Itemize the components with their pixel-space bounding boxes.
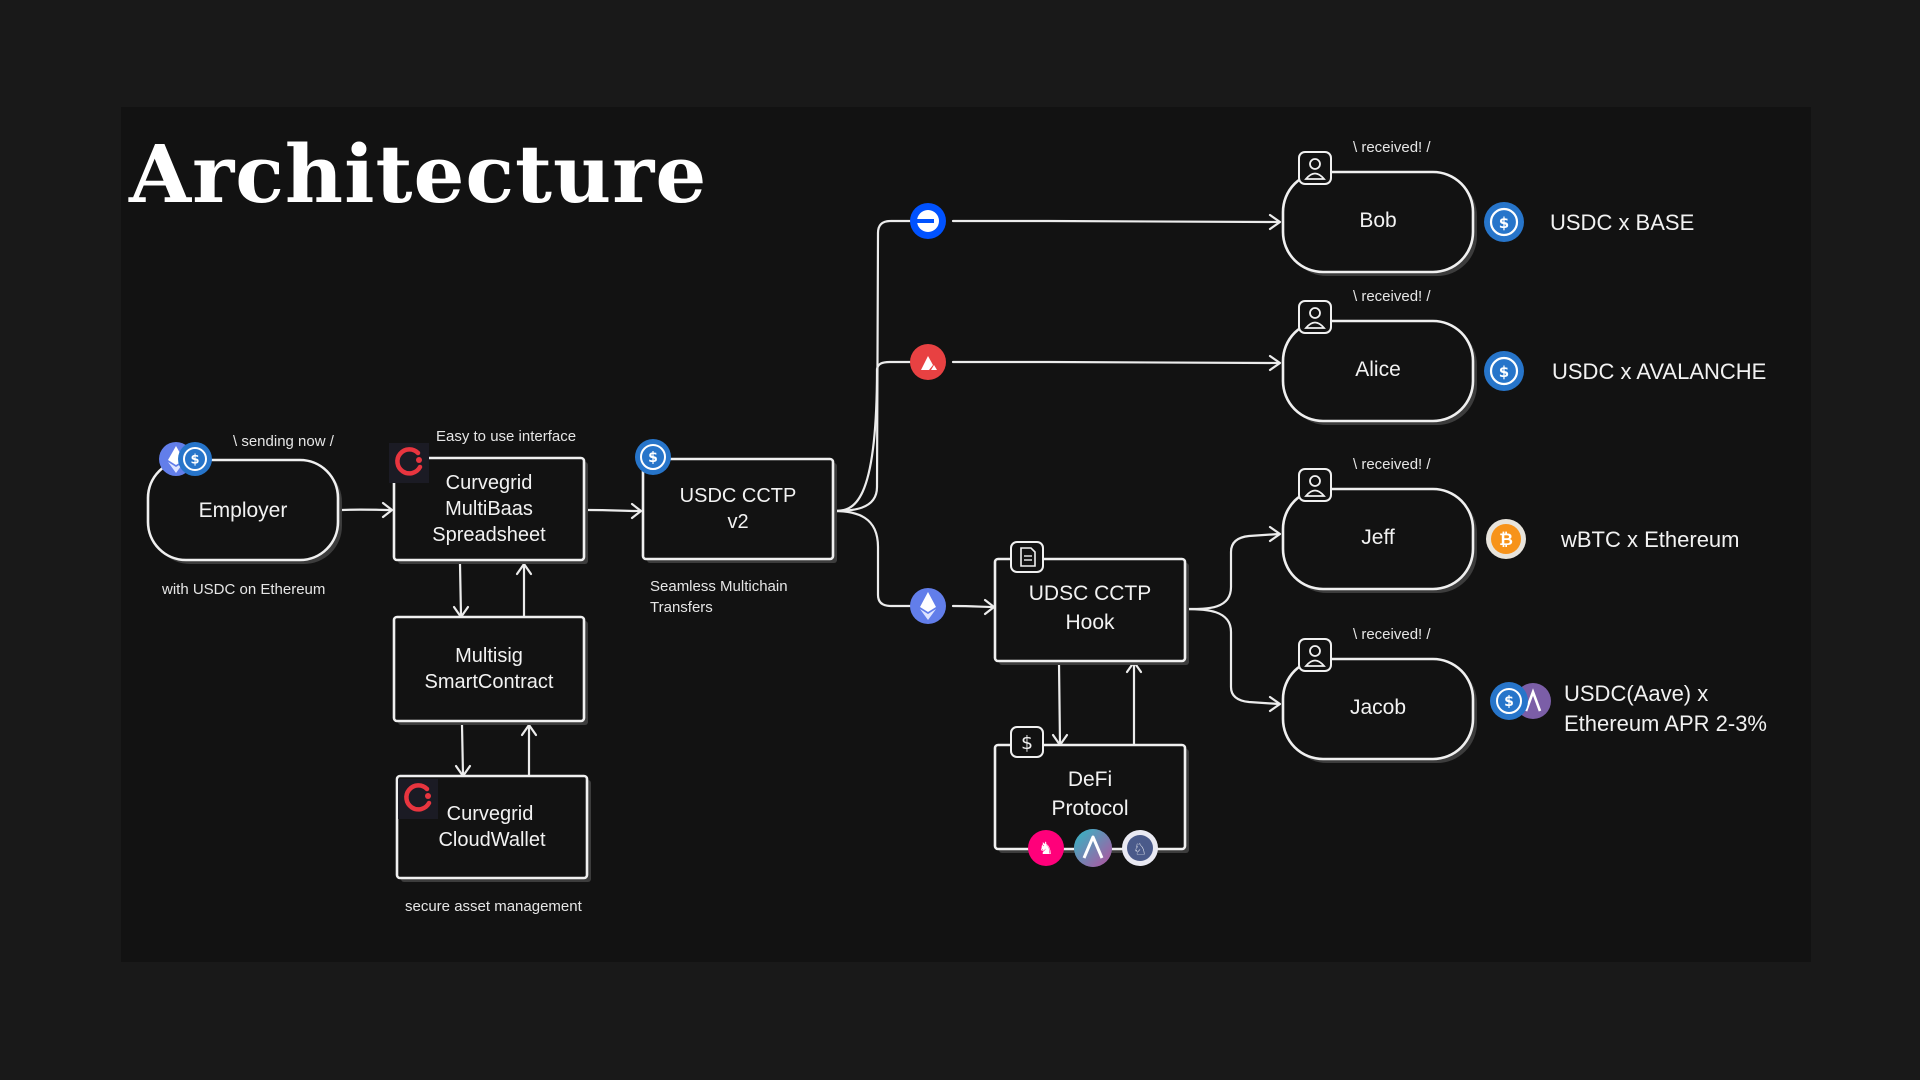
hook-label-2: Hook <box>1065 611 1115 634</box>
svg-text:$: $ <box>1499 363 1509 381</box>
edge-hook-jacob <box>1183 607 1281 706</box>
employer-node: Employer \ sending now / with USDC on Et… <box>146 433 342 598</box>
avalanche-icon <box>910 344 946 380</box>
recipient-alice: Alice \ received! / $ USDC x AVALANCHE <box>1281 288 1766 425</box>
multisig-label-1: Multisig <box>455 645 523 667</box>
cloudwallet-node: Curvegrid CloudWallet secure asset manag… <box>395 774 591 915</box>
edge-spreadsheet-cctp <box>586 508 642 513</box>
edge-multisig-cloudwallet <box>460 723 465 777</box>
recipient-bob: Bob \ received! / $ USDC x BASE <box>1281 139 1694 276</box>
recipient-note: \ received! / <box>1353 288 1431 305</box>
usdc-icon: $ <box>178 442 212 476</box>
user-icon <box>1298 151 1332 185</box>
slide-canvas: Architecture <box>121 107 1811 962</box>
usdc-icon: $ <box>1484 202 1524 242</box>
recipient-asset-label: USDC x BASE <box>1550 210 1694 235</box>
edge-hook-jeff <box>1183 532 1281 611</box>
usdc-icon: $ <box>1484 351 1524 391</box>
employer-bottom-note: with USDC on Ethereum <box>161 581 325 598</box>
edge-base-bob <box>951 219 1281 224</box>
cloudwallet-label-2: CloudWallet <box>438 829 546 851</box>
edge-avalanche-alice <box>951 360 1281 365</box>
spreadsheet-label-3: Spreadsheet <box>432 524 546 546</box>
aave-icon <box>1074 829 1112 867</box>
architecture-diagram: Architecture <box>128 127 1767 915</box>
recipient-box <box>1281 319 1475 423</box>
connections <box>340 213 1282 778</box>
cloudwallet-label-1: Curvegrid <box>447 803 534 825</box>
recipient-note: \ received! / <box>1353 139 1431 156</box>
dollar-icon: $ <box>1010 726 1044 758</box>
curvegrid-logo-icon <box>398 779 438 819</box>
recipient-box <box>1281 170 1475 274</box>
recipient-asset-label: wBTC x Ethereum <box>1560 527 1740 552</box>
defi-label-2: Protocol <box>1051 797 1128 820</box>
user-icon <box>1298 468 1332 502</box>
recipient-name: Jacob <box>1350 696 1406 719</box>
svg-text:♘: ♘ <box>1133 840 1147 859</box>
svg-text:$: $ <box>190 453 199 468</box>
cctp-label-1: USDC CCTP <box>680 485 797 507</box>
user-icon <box>1298 300 1332 334</box>
employer-top-note: \ sending now / <box>233 433 335 450</box>
usdc-icon: $ <box>635 439 671 475</box>
recipient-box <box>1281 487 1475 591</box>
uniswap-icon: ♞ <box>1028 830 1064 866</box>
usdc-aave-icon: $ <box>1490 682 1551 720</box>
edge-cctp-trunk <box>832 219 929 513</box>
recipient-asset-label: USDC x AVALANCHE <box>1552 359 1766 384</box>
ethereum-icon <box>910 588 946 624</box>
recipient-box <box>1281 657 1475 761</box>
cctp-note-1: Seamless Multichain <box>650 578 788 595</box>
bitcoin-icon: ₿ <box>1486 519 1526 559</box>
spreadsheet-label-1: Curvegrid <box>446 472 533 494</box>
recipient-name: Jeff <box>1361 526 1395 549</box>
cctp-note-2: Transfers <box>650 599 713 616</box>
recipient-name: Alice <box>1355 358 1401 381</box>
svg-text:$: $ <box>648 450 658 466</box>
user-icon <box>1298 638 1332 672</box>
recipient-asset-label: USDC(Aave) x <box>1564 681 1708 706</box>
recipient-name: Bob <box>1359 209 1396 232</box>
recipient-list: Bob \ received! / $ USDC x BASE Alice \ recei… <box>1281 139 1767 763</box>
recipient-note: \ received! / <box>1353 456 1431 473</box>
multisig-label-2: SmartContract <box>425 671 554 693</box>
page-title: Architecture <box>128 127 707 221</box>
spreadsheet-label-2: MultiBaas <box>445 498 533 520</box>
spreadsheet-top-note: Easy to use interface <box>436 428 576 445</box>
hook-node: UDSC CCTP Hook <box>993 557 1189 665</box>
cloudwallet-bottom-note: secure asset management <box>405 898 583 915</box>
protocol-icon: ♘ <box>1122 830 1158 866</box>
curvegrid-logo-icon <box>389 443 429 483</box>
employer-label: Employer <box>199 499 288 522</box>
cctp-node: USDC CCTP v2 Seamless Multichain Transfe… <box>641 457 837 616</box>
svg-text:₿: ₿ <box>1499 530 1513 550</box>
svg-text:$: $ <box>1021 732 1033 754</box>
recipient-jeff: Jeff \ received! / ₿ wBTC x Ethereum <box>1281 456 1740 593</box>
svg-text:♞: ♞ <box>1038 839 1053 859</box>
svg-text:$: $ <box>1504 694 1514 710</box>
recipient-jacob: Jacob \ received! / $ USDC(Aave) x Ethereum … <box>1281 626 1767 763</box>
svg-text:$: $ <box>1499 214 1509 232</box>
base-icon <box>910 203 946 239</box>
edge-ethereum-hook <box>951 604 995 609</box>
cctp-label-2: v2 <box>727 511 748 533</box>
defi-node: DeFi Protocol <box>993 743 1189 853</box>
multisig-node: Multisig SmartContract <box>392 615 588 725</box>
recipient-note: \ received! / <box>1353 626 1431 643</box>
document-icon <box>1010 541 1044 573</box>
defi-label-1: DeFi <box>1068 768 1112 791</box>
recipient-asset-label: Ethereum APR 2-3% <box>1564 711 1767 736</box>
spreadsheet-node: Curvegrid MultiBaas Spreadsheet Easy to … <box>392 428 588 564</box>
edge-spreadsheet-multisig <box>458 562 463 618</box>
edge-hook-defi <box>1057 661 1062 746</box>
hook-label-1: UDSC CCTP <box>1029 582 1152 605</box>
